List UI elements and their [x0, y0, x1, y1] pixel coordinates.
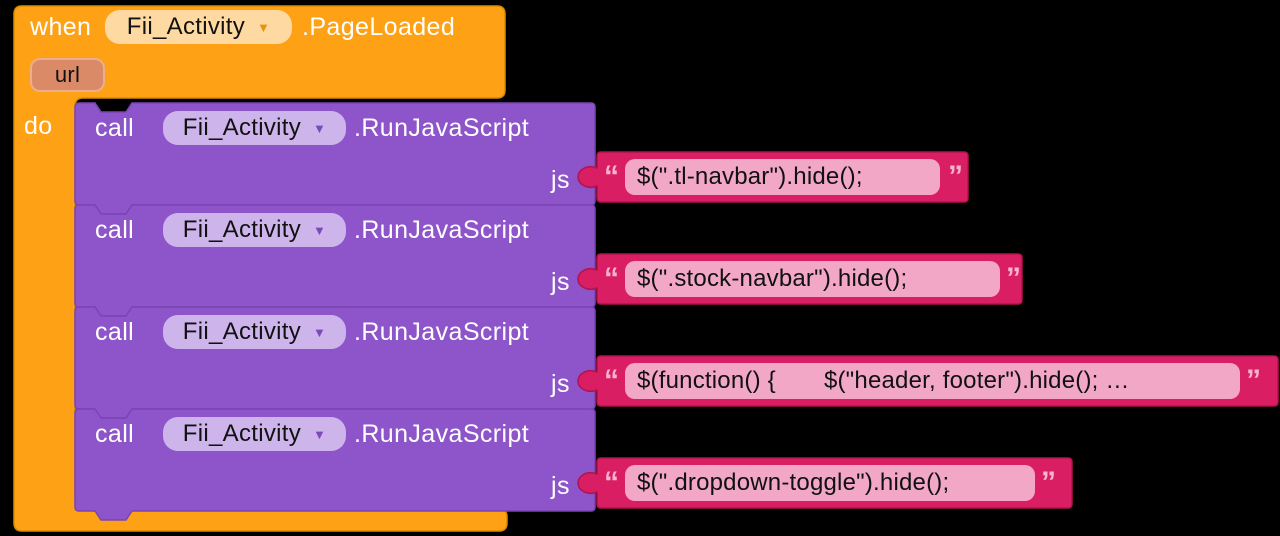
- event-param-url-label: url: [54, 62, 81, 87]
- call-keyword: call: [95, 317, 135, 346]
- js-code-field[interactable]: $(".stock-navbar").hide();: [625, 261, 1000, 297]
- method-name-label: .RunJavaScript: [354, 317, 530, 346]
- chevron-down-icon: ▼: [313, 222, 327, 238]
- method-name-label: .RunJavaScript: [354, 215, 530, 244]
- js-code-field[interactable]: $(".tl-navbar").hide();: [625, 159, 940, 195]
- chevron-down-icon: ▼: [257, 19, 271, 35]
- chevron-down-icon: ▼: [313, 324, 327, 340]
- component-dropdown-label: Fii_Activity: [182, 216, 302, 243]
- close-quote: ”: [1006, 262, 1021, 295]
- open-quote: “: [604, 466, 619, 499]
- chevron-down-icon: ▼: [313, 120, 327, 136]
- js-param-label: js: [551, 471, 570, 500]
- component-dropdown-label: Fii_Activity: [182, 318, 302, 345]
- chevron-down-icon: ▼: [313, 426, 327, 442]
- component-dropdown[interactable]: Fii_Activity ▼: [105, 10, 292, 44]
- js-code-field[interactable]: $(".dropdown-toggle").hide();: [625, 465, 1035, 501]
- close-quote: ”: [948, 160, 963, 193]
- component-dropdown[interactable]: Fii_Activity ▼: [163, 417, 346, 451]
- call-keyword: call: [95, 215, 135, 244]
- open-quote: “: [604, 262, 619, 295]
- component-dropdown-label: Fii_Activity: [182, 114, 302, 141]
- call-keyword: call: [95, 113, 135, 142]
- close-quote: ”: [1246, 364, 1261, 397]
- event-name-label: .PageLoaded: [302, 12, 456, 41]
- call-keyword: call: [95, 419, 135, 448]
- open-quote: “: [604, 160, 619, 193]
- component-dropdown-label: Fii_Activity: [126, 13, 246, 40]
- component-dropdown[interactable]: Fii_Activity ▼: [163, 213, 346, 247]
- method-name-label: .RunJavaScript: [354, 419, 530, 448]
- component-dropdown[interactable]: Fii_Activity ▼: [163, 111, 346, 145]
- open-quote: “: [604, 364, 619, 397]
- js-code-field[interactable]: $(function() { $("header, footer").hide(…: [625, 363, 1240, 399]
- component-dropdown-label: Fii_Activity: [182, 420, 302, 447]
- event-param-url-chip[interactable]: url: [30, 58, 105, 92]
- do-label: do: [24, 111, 53, 140]
- component-dropdown[interactable]: Fii_Activity ▼: [163, 315, 346, 349]
- when-keyword: when: [30, 12, 92, 41]
- close-quote: ”: [1041, 466, 1056, 499]
- js-param-label: js: [551, 267, 570, 296]
- js-param-label: js: [551, 165, 570, 194]
- js-param-label: js: [551, 369, 570, 398]
- method-name-label: .RunJavaScript: [354, 113, 530, 142]
